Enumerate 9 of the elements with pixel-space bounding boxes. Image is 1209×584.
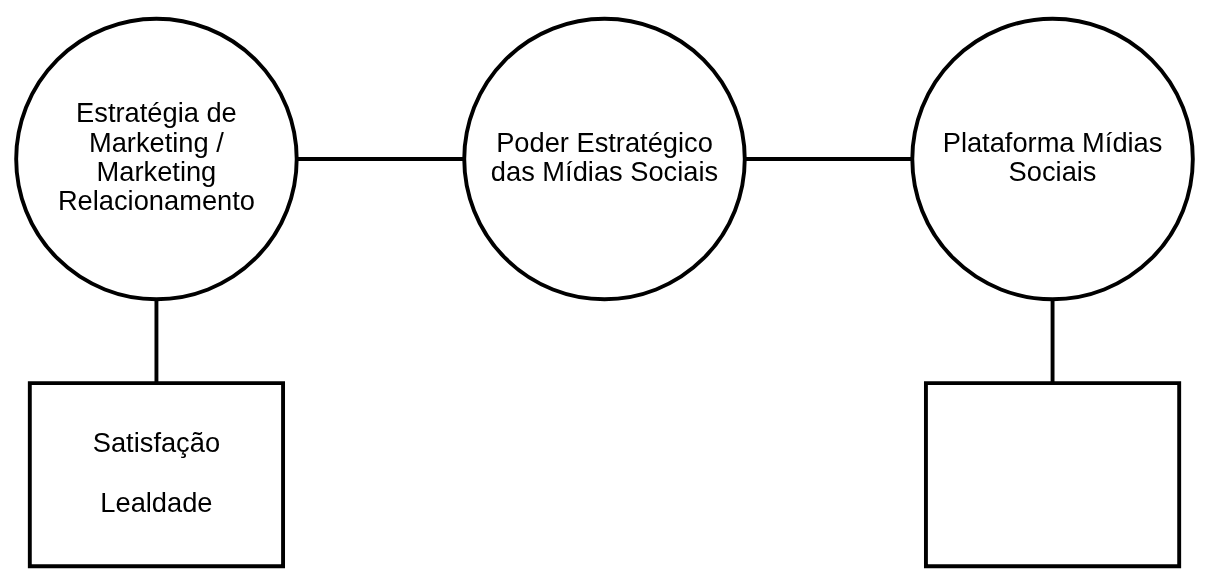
node-circle: Estratégia de Marketing / Marketing Relacionamento: [14, 16, 299, 301]
connector: [154, 299, 159, 383]
node-box: Satisfação Lealdade: [27, 380, 285, 568]
node-circle: Plataforma Mídias Sociais: [910, 16, 1195, 301]
connector: [1050, 299, 1055, 383]
node-box: [924, 380, 1182, 568]
connector: [297, 156, 465, 161]
node-circle: Poder Estratégico das Mídias Sociais: [462, 16, 747, 301]
connector: [745, 156, 913, 161]
